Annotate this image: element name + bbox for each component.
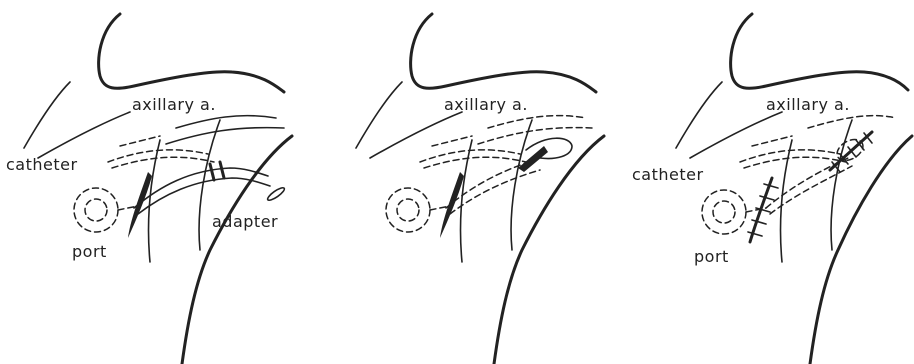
panel-2-skin-line-b: [511, 120, 532, 250]
panel-1-chest-line-lower: [38, 112, 130, 158]
panel-3-port-inner: [713, 201, 735, 223]
panel-1-port-inner: [85, 199, 107, 221]
panel-3-catheter-lower: [744, 157, 846, 168]
panel-3-label-vessel: axillary a.: [766, 95, 850, 114]
panel-1-label-adapter: adapter: [212, 212, 278, 231]
panel-3-chest-line-upper: [676, 82, 722, 148]
panel-2-vessel-bottom: [478, 128, 592, 144]
panel-1-clavicle-contour: [99, 14, 284, 92]
panel-3-label-port: port: [694, 247, 729, 266]
panel-1-port-outer: [74, 188, 118, 232]
panel-3: axillary a. catheter port: [632, 14, 912, 364]
panel-3-port-outer: [702, 190, 746, 234]
panel-2-port-inner: [397, 199, 419, 221]
panel-2-catheter-short: [432, 136, 472, 146]
panel-1-clamp-1: [210, 164, 214, 180]
panel-3-label-catheter: catheter: [632, 165, 704, 184]
panel-1-clamp-2: [220, 162, 224, 178]
panel-2: axillary a.: [356, 14, 604, 364]
panel-1: axillary a. catheter port adapter: [6, 14, 292, 364]
panel-3-chest-line-lower: [690, 112, 782, 158]
panel-2-label-vessel: axillary a.: [444, 95, 528, 114]
panel-2-catheter-lower: [424, 157, 526, 168]
panel-2-arm-contour: [494, 136, 604, 364]
panel-3-suture-incision-stitches: [748, 184, 778, 236]
panel-1-label-port: port: [72, 242, 107, 261]
panel-1-label-vessel: axillary a.: [132, 95, 216, 114]
panel-2-vessel-top: [488, 116, 586, 128]
panel-2-clavicle-contour: [411, 14, 596, 92]
panel-3-arm-contour: [810, 136, 912, 364]
panel-1-chest-line-upper: [24, 82, 70, 148]
panel-1-catheter-lower: [112, 157, 214, 168]
panel-1-catheter-short: [120, 136, 160, 146]
panel-1-label-catheter: catheter: [6, 155, 78, 174]
panel-3-catheter-short: [752, 136, 792, 146]
panel-1-vessel-top: [176, 116, 276, 128]
panel-3-clavicle-contour: [731, 14, 908, 90]
panel-1-arm-contour: [182, 136, 292, 364]
panel-2-chest-line-lower: [370, 112, 462, 158]
panel-2-port-outer: [386, 188, 430, 232]
panel-1-adapter-icon: [266, 186, 286, 202]
panel-2-chest-line-upper: [356, 82, 402, 148]
panel-1-vessel-bottom: [166, 128, 284, 144]
